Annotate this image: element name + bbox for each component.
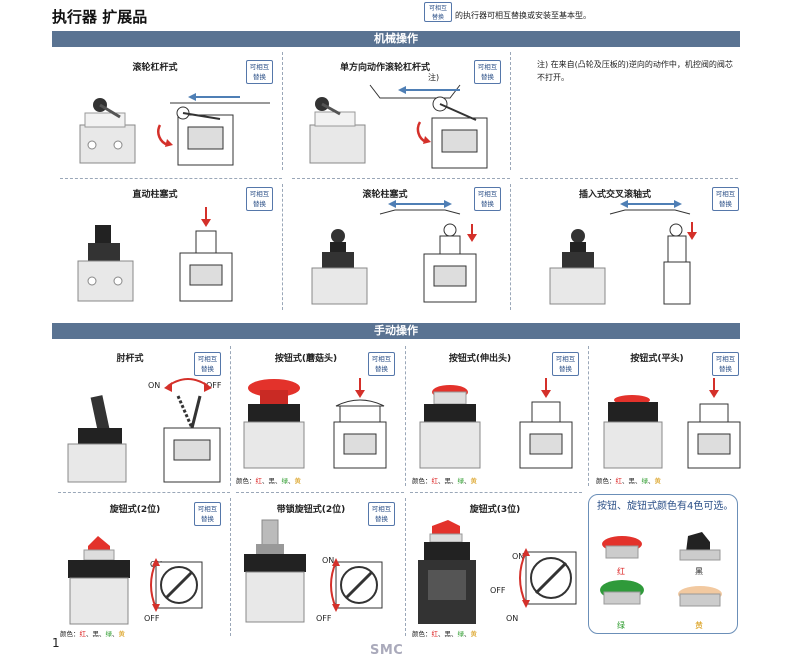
mechanical-note: 注) 在来自(凸轮及压板的)逆向的动作中，机控阀的阀芯不打开。 bbox=[537, 60, 733, 82]
swatch-label-red: 红 bbox=[617, 567, 625, 576]
panel-title-selector-2pos: 旋钮式(2位) bbox=[109, 505, 161, 515]
divider bbox=[282, 52, 283, 170]
divider bbox=[292, 178, 510, 179]
divider bbox=[510, 52, 511, 170]
section-manual: 手动操作 bbox=[52, 323, 740, 339]
divider bbox=[60, 178, 282, 179]
key-selector-off-label: OFF bbox=[316, 614, 332, 623]
mushroom-button-illustration bbox=[243, 378, 387, 469]
color-options: 颜色：红、黑、绿、黄 bbox=[236, 477, 301, 485]
divider bbox=[230, 346, 231, 486]
swatch-label-green: 绿 bbox=[617, 621, 625, 630]
panel-title-direct-plunger: 直动柱塞式 bbox=[132, 190, 178, 200]
interchangeable-badge: 可相互 替换 bbox=[424, 2, 452, 22]
section-mechanical: 机械操作 bbox=[52, 31, 740, 47]
panel-title-mushroom-button: 按钮式(蘑菇头) bbox=[274, 354, 338, 364]
color-options: 颜色：红、黑、绿、黄 bbox=[596, 477, 661, 485]
interchangeable-badge: 可相互替换 bbox=[552, 352, 579, 376]
note-mark: 注) bbox=[428, 73, 440, 82]
divider bbox=[282, 184, 283, 310]
flush-button-illustration bbox=[603, 378, 741, 469]
divider bbox=[410, 492, 582, 493]
selector-3pos-illustration bbox=[418, 520, 577, 624]
selector3-off-label: OFF bbox=[490, 586, 506, 595]
selector3-on2-label: ON bbox=[506, 614, 519, 623]
interchangeable-badge: 可相互替换 bbox=[246, 187, 273, 211]
divider bbox=[230, 498, 231, 636]
color-options: 颜色：红、黑、绿、黄 bbox=[412, 477, 477, 485]
key-selector-2pos-illustration bbox=[244, 519, 383, 623]
interchangeable-badge: 可相互替换 bbox=[712, 352, 739, 376]
panel-title-roller-plunger: 滚轮柱塞式 bbox=[362, 190, 408, 200]
smc-logo: SMC bbox=[370, 643, 404, 658]
divider bbox=[520, 178, 738, 179]
color-options: 颜色：红、黑、绿、黄 bbox=[412, 630, 477, 638]
divider bbox=[236, 492, 404, 493]
interchangeable-badge: 可相互替换 bbox=[474, 187, 501, 211]
cross-roller-illustration bbox=[549, 200, 697, 305]
selector-2pos-illustration bbox=[68, 536, 203, 625]
interchangeable-badge: 可相互替换 bbox=[194, 352, 221, 376]
panel-title-selector-3pos: 旋钮式(3位) bbox=[469, 505, 521, 515]
roller-lever-illustration bbox=[79, 93, 270, 166]
panel-title-flush-button: 按钮式(平头) bbox=[630, 354, 684, 364]
divider bbox=[510, 184, 511, 310]
page-title: 执行器 扩展品 bbox=[52, 8, 148, 26]
page-number: 1 bbox=[52, 636, 60, 650]
toggle-off-label: OFF bbox=[206, 381, 222, 390]
interchangeable-note: 的执行器可相互替换或安装至基本型。 bbox=[455, 11, 591, 20]
toggle-lever-illustration bbox=[67, 378, 221, 483]
interchangeable-badge: 可相互替换 bbox=[368, 352, 395, 376]
panel-title-key-selector-2pos: 带锁旋钮式(2位) bbox=[276, 505, 346, 515]
key-selector-on-label: ON bbox=[322, 556, 335, 565]
interchangeable-badge: 可相互替换 bbox=[368, 502, 395, 526]
panel-title-roller-lever: 滚轮杠杆式 bbox=[132, 63, 178, 73]
interchangeable-badge: 可相互替换 bbox=[246, 60, 273, 84]
panel-title-toggle-lever: 肘杆式 bbox=[116, 354, 144, 364]
direct-plunger-illustration bbox=[77, 207, 233, 302]
swatch-label-yellow: 黄 bbox=[695, 621, 703, 630]
selector3-on-label: ON bbox=[512, 552, 525, 561]
panel-title-one-way-roller-lever: 单方向动作滚轮杠杆式 bbox=[339, 63, 430, 73]
interchangeable-badge: 可相互替换 bbox=[474, 60, 501, 84]
toggle-on-label: ON bbox=[148, 381, 161, 390]
color-options-callout bbox=[588, 494, 738, 634]
interchangeable-badge: 可相互替换 bbox=[712, 187, 739, 211]
panel-title-cross-roller: 插入式交叉滚轴式 bbox=[578, 190, 651, 200]
color-options: 颜色：红、黑、绿、黄 bbox=[60, 630, 125, 638]
callout-text: 按钮、旋钮式颜色有4色可选。 bbox=[597, 501, 734, 512]
one-way-roller-lever-illustration bbox=[309, 84, 488, 169]
selector-off-label: OFF bbox=[144, 614, 160, 623]
divider bbox=[58, 492, 230, 493]
divider bbox=[405, 346, 406, 486]
swatch-label-black: 黑 bbox=[695, 567, 703, 576]
extended-button-illustration bbox=[419, 378, 573, 469]
black-swatch bbox=[686, 532, 710, 552]
divider bbox=[588, 346, 589, 486]
divider bbox=[405, 498, 406, 636]
panel-title-extended-button: 按钮式(伸出头) bbox=[448, 354, 512, 364]
roller-plunger-illustration bbox=[311, 200, 477, 305]
interchangeable-badge: 可相互替换 bbox=[194, 502, 221, 526]
color-swatches bbox=[600, 532, 722, 607]
